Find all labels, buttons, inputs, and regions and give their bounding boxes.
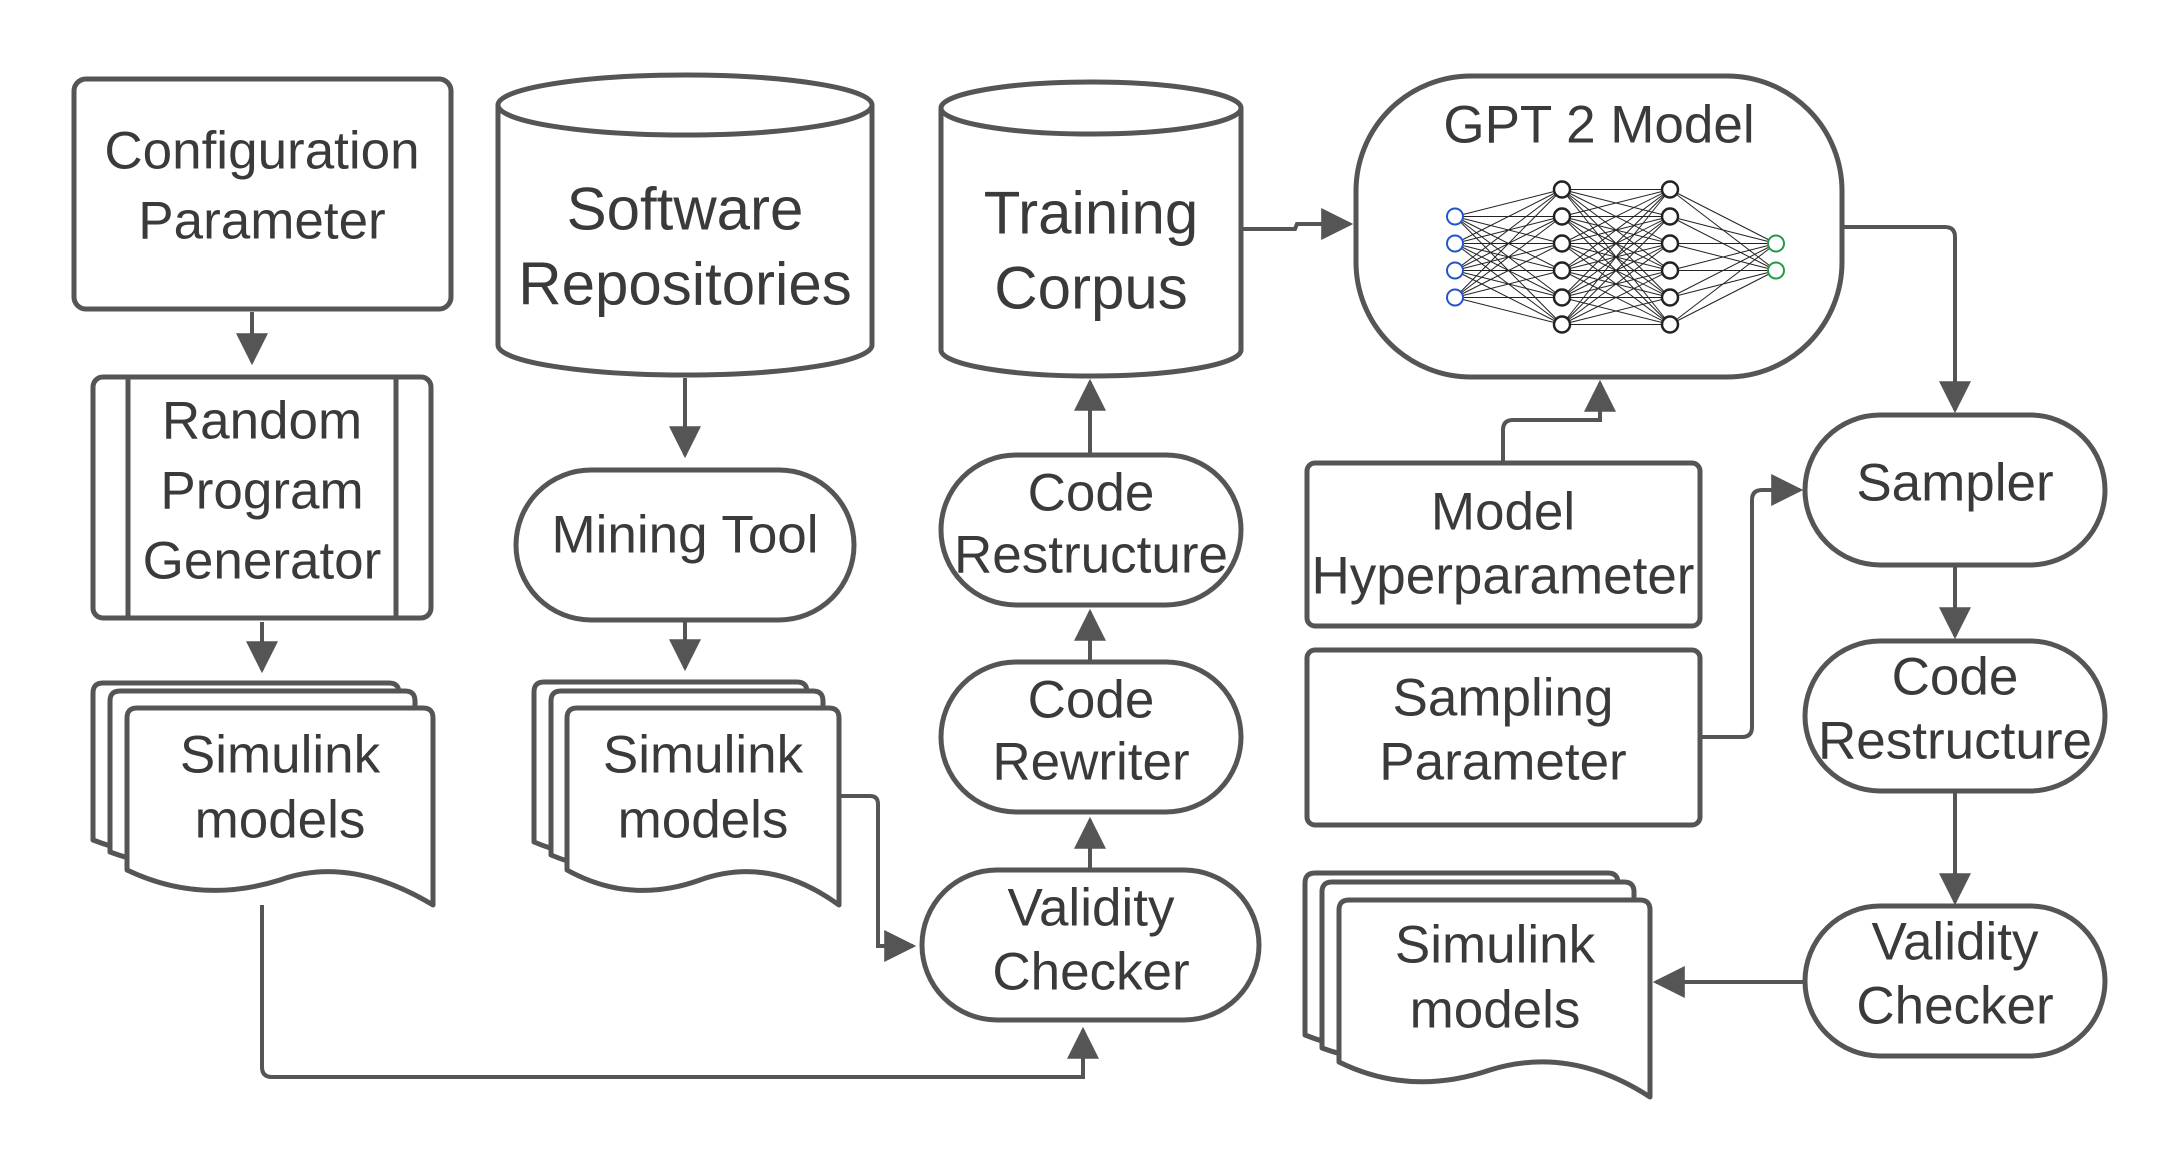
edge-sampling-param-to-sampler	[1702, 474, 1804, 739]
nn-connection	[1561, 270, 1671, 325]
nn-connection	[1669, 270, 1777, 325]
software-repositories-label-line-2: Repositories	[518, 251, 852, 318]
random-gen-label-line-3: Generator	[143, 532, 382, 591]
simulink-models-2-node: Simulink models	[531, 679, 842, 908]
nn-hidden-neuron	[1660, 180, 1680, 199]
random-gen-label-line-2: Program	[160, 462, 363, 521]
nn-connection	[1669, 243, 1777, 325]
simulink-models-3-label-line-2: models	[1410, 981, 1581, 1040]
nn-hidden-neuron	[1660, 288, 1680, 307]
code-rewriter-node: Code Rewriter	[938, 659, 1244, 815]
random-gen-label-line-1: Random	[162, 392, 362, 451]
code-restructure-1-label-line-1: Code	[1028, 464, 1155, 523]
nn-hidden-neuron	[1552, 180, 1572, 199]
validity-checker-1-label-line-1: Validity	[1008, 879, 1175, 938]
validity-checker-2-label-line-1: Validity	[1872, 913, 2039, 972]
nn-input-neuron	[1446, 288, 1464, 307]
code-restructure-2-label-line-1: Code	[1892, 648, 2019, 707]
nn-input-neuron	[1446, 261, 1464, 280]
code-restructure-1-node: Code Restructure	[938, 452, 1244, 608]
sampling-parameter-label-line-2: Parameter	[1379, 733, 1626, 792]
nn-hidden-neuron	[1660, 315, 1680, 334]
nn-connection	[1669, 243, 1777, 298]
nn-connection	[1669, 216, 1777, 244]
nn-connection	[1561, 189, 1671, 217]
nn-hidden-neuron	[1552, 261, 1572, 280]
software-repositories-label-line-1: Software	[567, 176, 804, 243]
validity-checker-1-node: Validity Checker	[919, 867, 1262, 1023]
model-hyperparameter-label-line-2: Hyperparameter	[1312, 547, 1695, 606]
nn-connection	[1454, 189, 1563, 244]
validity-checker-1-label-line-2: Checker	[992, 943, 1189, 1002]
edge-simulink-2-to-validity-1	[839, 794, 917, 962]
nn-hidden-neuron	[1552, 288, 1572, 307]
gpt2-model-node: GPT 2 Model	[1353, 73, 1845, 380]
code-rewriter-label-line-1: Code	[1028, 671, 1155, 730]
mining-tool-node: Mining Tool	[513, 467, 857, 623]
nn-connection	[1561, 297, 1671, 325]
simulink-models-1-label-line-2: models	[195, 791, 366, 850]
edge-gpt2-to-sampler	[1842, 225, 1971, 414]
edge-corpus-to-gpt2	[1241, 208, 1354, 240]
simulink-models-2-label-line-2: models	[618, 791, 789, 850]
nn-connection	[1561, 189, 1671, 244]
sampling-parameter-node: Sampling Parameter	[1304, 647, 1703, 828]
mining-tool-label: Mining Tool	[551, 506, 818, 565]
nn-hidden-neuron	[1660, 234, 1680, 253]
simulink-models-3-label-line-1: Simulink	[1395, 916, 1596, 975]
nn-connection	[1561, 216, 1671, 325]
software-repositories-node: Software Repositories	[495, 72, 875, 378]
nn-hidden-neuron	[1660, 207, 1680, 226]
config-parameter-label-line-1: Configuration	[104, 122, 419, 181]
simulink-models-1-node: Simulink models	[90, 680, 436, 908]
simulink-models-1-label-line-1: Simulink	[180, 726, 381, 785]
nn-output-neuron	[1767, 261, 1785, 280]
nn-hidden-neuron	[1660, 261, 1680, 280]
training-corpus-label-line-1: Training	[984, 180, 1199, 247]
sampler-label: Sampler	[1856, 454, 2053, 513]
training-corpus-node: Training Corpus	[938, 79, 1244, 379]
nn-connection	[1561, 189, 1671, 325]
config-parameter-node: Configuration Parameter	[71, 76, 454, 312]
nn-connection	[1561, 243, 1671, 325]
validity-checker-2-node: Validity Checker	[1802, 903, 2108, 1059]
nn-connection	[1454, 297, 1563, 325]
nn-hidden-neuron	[1552, 315, 1572, 334]
nn-connection	[1561, 189, 1671, 271]
nn-connection	[1454, 189, 1563, 271]
edge-hyperparam-to-gpt2	[1501, 379, 1616, 463]
code-rewriter-label-line-2: Rewriter	[992, 733, 1189, 792]
sampler-node: Sampler	[1802, 412, 2108, 568]
neural-network-icon	[1446, 180, 1785, 334]
nn-connection	[1669, 189, 1777, 244]
nn-output-neuron	[1767, 234, 1785, 253]
config-parameter-label-line-2: Parameter	[138, 192, 385, 251]
nn-input-neuron	[1446, 207, 1464, 226]
code-restructure-2-label-line-2: Restructure	[1818, 712, 2092, 771]
nn-hidden-neuron	[1552, 207, 1572, 226]
nn-connection	[1454, 189, 1563, 217]
nn-connection	[1454, 270, 1563, 298]
simulink-models-3-node: Simulink models	[1302, 870, 1653, 1100]
sampling-parameter-label-line-1: Sampling	[1393, 669, 1614, 728]
model-hyperparameter-node: Model Hyperparameter	[1304, 460, 1703, 629]
model-hyperparameter-label-line-1: Model	[1431, 483, 1575, 542]
training-corpus-label-line-2: Corpus	[994, 255, 1187, 322]
validity-checker-2-label-line-2: Checker	[1856, 977, 2053, 1036]
code-restructure-2-node: Code Restructure	[1802, 638, 2108, 794]
nn-connection	[1454, 189, 1563, 298]
nn-input-neuron	[1446, 234, 1464, 253]
nn-hidden-neuron	[1552, 234, 1572, 253]
gpt2-model-label: GPT 2 Model	[1443, 96, 1754, 155]
nn-connection	[1669, 243, 1777, 271]
code-restructure-1-label-line-2: Restructure	[954, 526, 1228, 585]
nn-connection	[1561, 189, 1671, 298]
nn-connection	[1454, 216, 1563, 298]
nn-connection	[1454, 243, 1563, 298]
edge-simulink-1-to-validity-1	[260, 905, 1099, 1079]
random-program-generator-node: Random Program Generator	[90, 374, 434, 621]
simulink-models-2-label-line-1: Simulink	[603, 726, 804, 785]
